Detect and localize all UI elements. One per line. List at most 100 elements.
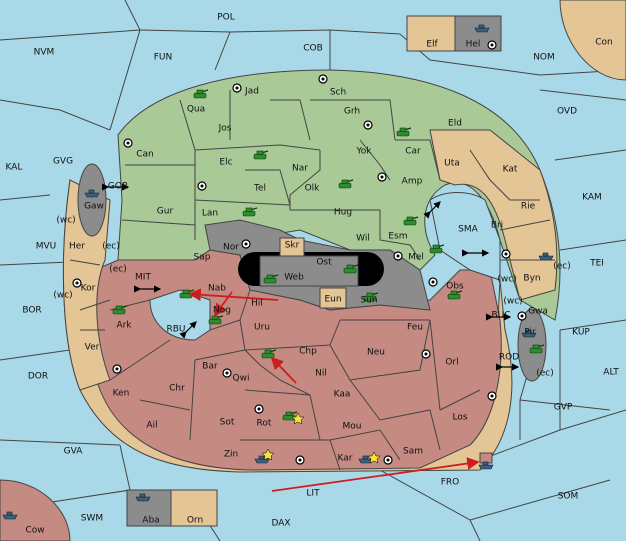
land-label-kor: Kor xyxy=(81,284,96,294)
sea-label-tei: TEI xyxy=(589,259,604,269)
land-label-car: Car xyxy=(405,147,421,157)
land-label-nab: Nab xyxy=(208,284,226,294)
land-label-pir: Pir xyxy=(524,328,536,338)
land-label-eun: Eun xyxy=(324,295,341,305)
land-label-eld: Eld xyxy=(448,119,462,129)
sea-labels: POL NVM FUN COB NOM OVD KAL GVG GOR MVU … xyxy=(6,13,620,529)
sea-label-wc2: (wc) xyxy=(53,291,72,301)
land-label-elf: Elf xyxy=(426,40,438,50)
ne-tan-region xyxy=(429,129,558,301)
land-label-hel: Hel xyxy=(466,40,481,50)
web-ost-box xyxy=(259,255,359,287)
land-label-nog: Nog xyxy=(213,306,231,316)
land-label-kar: Kar xyxy=(338,454,353,464)
land-label-web: Web xyxy=(284,273,304,283)
elf-box xyxy=(406,15,456,52)
land-label-con: Con xyxy=(595,38,613,48)
land-label-olk: Olk xyxy=(305,184,321,194)
land-label-jad: Jad xyxy=(244,87,259,97)
land-label-hug: Hug xyxy=(334,208,352,218)
sea-label-alt: ALT xyxy=(603,368,619,378)
sea-label-ovd: OVD xyxy=(557,107,577,117)
sea-label-dor: DOR xyxy=(28,372,48,382)
pir-island xyxy=(517,308,547,382)
convoy-arrows xyxy=(102,183,520,371)
sea-label-ec4: (ec) xyxy=(536,369,554,379)
land-label-sot: Sot xyxy=(220,418,235,428)
land-label-chp: Chp xyxy=(299,347,317,357)
land-label-sam: Sam xyxy=(403,447,423,457)
sea-label-gor: GOR xyxy=(108,182,128,192)
land-label-gwa: Gwa xyxy=(528,307,548,317)
land-label-obs: Obs xyxy=(446,282,464,292)
land-label-amp: Amp xyxy=(402,177,423,187)
sea-label-gvp: GVP xyxy=(554,403,573,413)
land-label-sap: Sap xyxy=(194,253,211,263)
land-label-qwi: Qwi xyxy=(233,374,250,384)
land-label-wil: Wil xyxy=(356,234,370,244)
sma-lake xyxy=(429,192,501,281)
sea-label-fun: FUN xyxy=(154,53,173,63)
land-label-tel: Tel xyxy=(253,184,266,194)
land-label-elc: Elc xyxy=(219,158,232,168)
sea-label-ec3: (ec) xyxy=(553,262,571,272)
land-label-can: Can xyxy=(136,150,154,160)
sea-label-kam: KAM xyxy=(582,193,602,203)
sea-label-som: SOM xyxy=(558,492,579,502)
land-label-chr: Chr xyxy=(169,384,185,394)
land-label-gur: Gur xyxy=(157,207,174,217)
sea-label-mvu: MVU xyxy=(36,242,57,252)
sea-label-mit: MIT xyxy=(135,273,151,283)
land-label-bar: Bar xyxy=(202,362,218,372)
sea-label-kup: KUP xyxy=(572,328,590,338)
land-labels: Elf Hel Con Jad Sch Qua Jos Grh Eld Can … xyxy=(25,38,612,536)
orn-box xyxy=(170,489,218,527)
land-label-jos: Jos xyxy=(218,124,232,134)
order-arrows xyxy=(188,288,480,492)
land-label-cow: Cow xyxy=(25,526,44,536)
gaw-island xyxy=(77,163,107,237)
sea-label-bor: BOR xyxy=(22,306,41,316)
aba-box xyxy=(126,489,172,527)
sea-label-ec1: (ec) xyxy=(102,242,120,252)
land-label-kaa: Kaa xyxy=(334,390,351,400)
land-label-feu: Feu xyxy=(407,323,423,333)
sea-label-gvg: GVG xyxy=(53,157,73,167)
sea-label-wc3: (wc) xyxy=(497,275,516,285)
sea-label-ec2: (ec) xyxy=(109,265,127,275)
land-label-esm: Esm xyxy=(388,232,407,242)
sea-label-wc4: (wc) xyxy=(503,297,522,307)
land-label-nor: Nor xyxy=(223,243,239,253)
land-label-mel: Mel xyxy=(408,253,424,263)
land-label-nil: Nil xyxy=(315,369,327,379)
sea-label-sma: SMA xyxy=(458,225,478,235)
land-label-los: Los xyxy=(452,413,467,423)
land-label-sch: Sch xyxy=(330,88,346,98)
sea-label-kal: KAL xyxy=(6,163,23,173)
land-label-mou: Mou xyxy=(343,422,362,432)
sea-label-wc1: (wc) xyxy=(56,216,75,226)
sea-label-cob: COB xyxy=(303,44,323,54)
sea-label-rod: ROD xyxy=(499,353,519,363)
fleet-units xyxy=(2,24,554,520)
sea-label-lit: LIT xyxy=(306,489,320,499)
sea-label-fro: FRO xyxy=(441,478,460,488)
land-label-skr: Skr xyxy=(285,241,300,251)
land-label-yok: Yok xyxy=(355,147,372,157)
land-label-ver: Ver xyxy=(85,343,100,353)
land-label-rot: Rot xyxy=(257,419,272,429)
land-label-qua: Qua xyxy=(187,105,205,115)
supply-centers xyxy=(72,40,527,465)
sea-label-buc: BUC xyxy=(491,311,510,321)
land-label-grh: Grh xyxy=(344,107,360,117)
sea-label-nvm: NVM xyxy=(34,48,55,58)
land-label-byn: Byn xyxy=(523,274,540,284)
land-label-hil: Hil xyxy=(251,299,263,309)
land-label-ail: Ail xyxy=(146,421,157,431)
land-label-orl: Orl xyxy=(445,358,458,368)
land-label-ken: Ken xyxy=(113,389,130,399)
land-label-neu: Neu xyxy=(367,348,385,358)
land-label-rie: Rie xyxy=(521,202,536,212)
land-label-zin: Zin xyxy=(224,450,238,460)
land-label-gaw: Gaw xyxy=(84,202,104,212)
